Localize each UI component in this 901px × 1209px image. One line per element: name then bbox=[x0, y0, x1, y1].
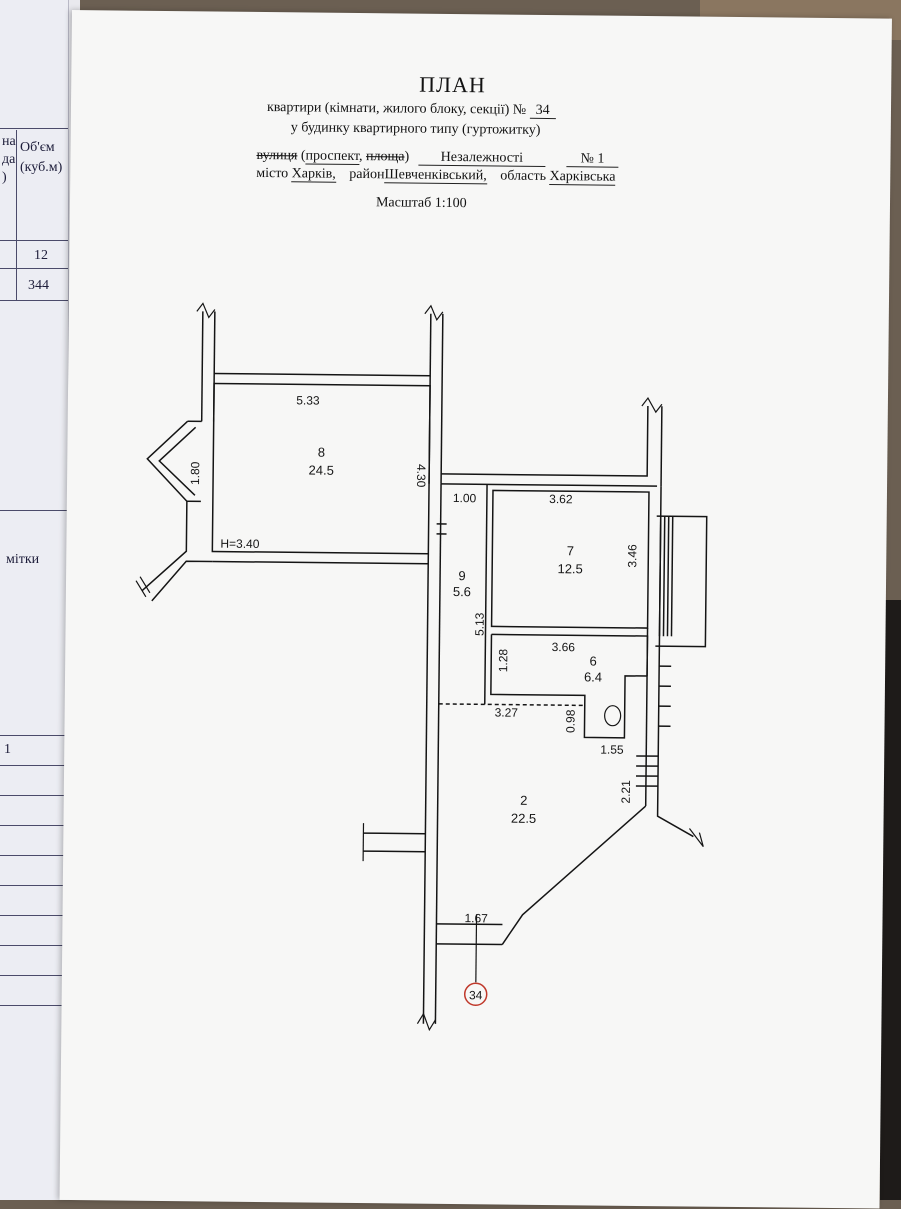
dim-label: 0.98 bbox=[563, 709, 577, 733]
col2-header-1: Об'єм bbox=[20, 140, 55, 155]
room-6-number: 6 bbox=[590, 653, 597, 668]
room-7-area: 12.5 bbox=[557, 561, 582, 576]
room-2-number: 2 bbox=[520, 793, 527, 808]
col2-header-2: (куб.м) bbox=[20, 160, 63, 175]
dim-label: 1.55 bbox=[600, 743, 624, 757]
col1-text-1: на bbox=[2, 134, 16, 149]
room-6-area: 6.4 bbox=[584, 669, 602, 684]
adjacent-page: на да ) Об'єм (куб.м) 12 344 мітки 1 bbox=[0, 0, 69, 1200]
room-9-number: 9 bbox=[458, 568, 465, 583]
dim-label: 1.28 bbox=[496, 648, 510, 672]
room-8-area: 24.5 bbox=[308, 463, 333, 478]
apartment-marker-label: 34 bbox=[469, 988, 483, 1002]
dim-label: 1.00 bbox=[453, 491, 477, 505]
dim-label: 4.30 bbox=[414, 464, 428, 488]
apartment-marker-circle bbox=[463, 982, 488, 1007]
floor-plan: 8 24.5 7 12.5 9 5.6 6 6.4 2 22.5 5.33 1.… bbox=[135, 302, 708, 1032]
dim-label: 5.13 bbox=[472, 612, 486, 636]
dim-label: 1.80 bbox=[188, 461, 202, 485]
col1-text-2: да bbox=[2, 152, 16, 167]
dim-label: 5.33 bbox=[296, 393, 320, 407]
room-2-area: 22.5 bbox=[511, 811, 536, 826]
background-binder bbox=[880, 600, 901, 1200]
index-label: 1 bbox=[4, 742, 11, 757]
dim-label: 3.27 bbox=[495, 705, 519, 719]
dim-label: 3.46 bbox=[625, 544, 639, 568]
room-7-number: 7 bbox=[567, 543, 574, 558]
row-value-a: 12 bbox=[34, 248, 48, 263]
col1-text-3: ) bbox=[2, 170, 7, 185]
plan-sheet: ПЛАН квартири (кімнати, жилого блоку, се… bbox=[59, 10, 892, 1209]
row-value-b: 344 bbox=[28, 278, 49, 293]
dim-label: 3.66 bbox=[552, 640, 576, 654]
room-9-area: 5.6 bbox=[453, 584, 471, 599]
dim-label: H=3.40 bbox=[220, 537, 259, 551]
note-label: мітки bbox=[6, 552, 40, 567]
dim-label: 3.62 bbox=[549, 492, 573, 506]
dim-label: 2.21 bbox=[619, 780, 633, 804]
room-8-number: 8 bbox=[318, 445, 325, 460]
